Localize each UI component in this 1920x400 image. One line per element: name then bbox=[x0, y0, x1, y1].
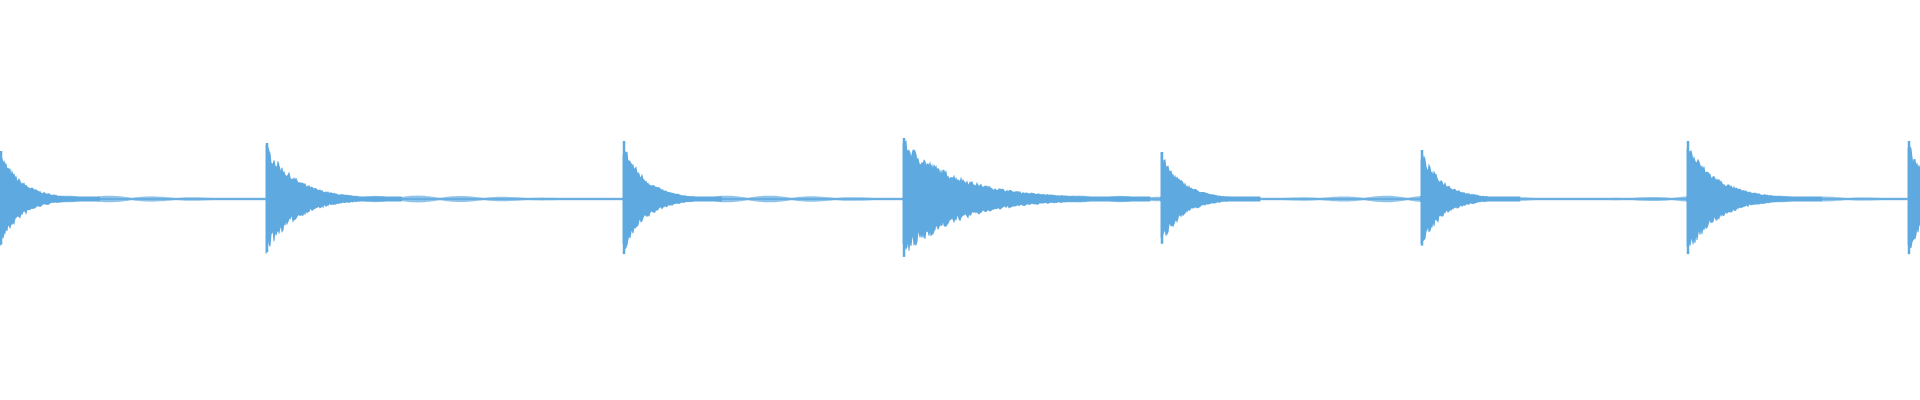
waveform-transient bbox=[265, 144, 402, 254]
waveform-transient bbox=[622, 150, 723, 251]
waveform-transient bbox=[1686, 145, 1823, 247]
waveform-transient bbox=[902, 139, 1151, 251]
waveform-transient bbox=[1160, 152, 1261, 239]
waveform-transient bbox=[0, 157, 100, 246]
waveform-transient bbox=[1420, 154, 1521, 244]
waveform-transient bbox=[1907, 144, 1920, 249]
